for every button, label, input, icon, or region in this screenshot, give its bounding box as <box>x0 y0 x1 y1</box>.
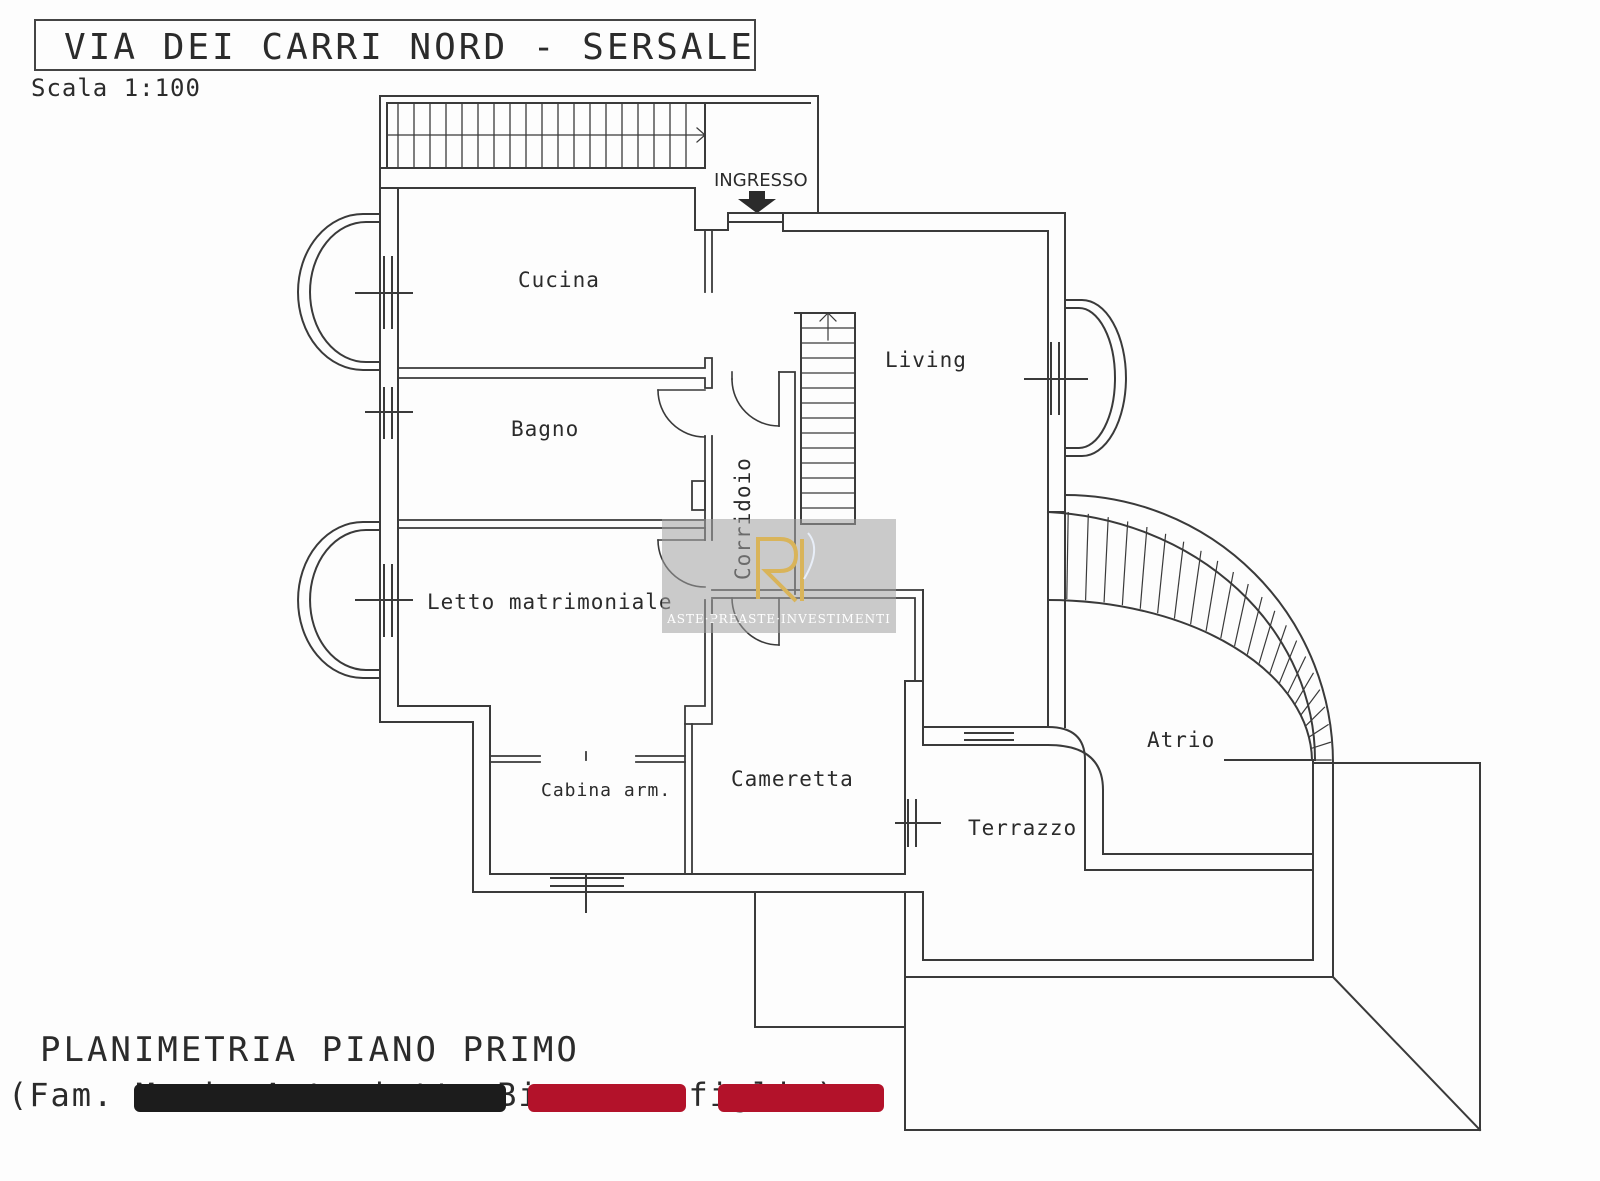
terrace-walls <box>754 759 1482 1132</box>
redaction-mark-red-1 <box>527 1084 686 1112</box>
curved-stair-tread <box>1205 560 1219 631</box>
room-label-cameretta: Cameretta <box>731 767 854 791</box>
watermark-logo: ASTE·PREASTE·INVESTIMENTI <box>662 519 896 633</box>
curved-stair <box>1046 493 1335 792</box>
room-label-cucina: Cucina <box>518 268 600 292</box>
watermark-text: ASTE·PREASTE·INVESTIMENTI <box>667 612 891 626</box>
curved-stair-tread <box>1294 672 1315 705</box>
curved-stair-tread <box>1258 610 1276 664</box>
address-title: VIA DEI CARRI NORD - SERSALE <box>64 27 755 68</box>
curved-stair-tread <box>1139 526 1148 609</box>
redaction-mark-red-2 <box>717 1084 884 1112</box>
curved-stair-tread <box>1308 723 1329 738</box>
window-cabina <box>550 873 624 913</box>
curved-stair-tread <box>1233 583 1249 647</box>
curved-stair-tread <box>1066 511 1069 600</box>
room-label-atrio: Atrio <box>1147 728 1216 752</box>
curved-stair-tread <box>1103 517 1109 603</box>
curved-stair-tread <box>1269 625 1287 674</box>
room-label-bagno: Bagno <box>511 417 580 441</box>
curved-stair-tread <box>1084 513 1089 601</box>
redaction-mark-black <box>133 1084 506 1112</box>
bay-window-bedroom <box>297 521 413 679</box>
family-name-redacted: Maria Antonietta Bianco - figlia <box>133 1076 884 1114</box>
curved-stair-tread <box>1278 640 1298 684</box>
curved-stair-tread <box>1220 571 1235 639</box>
curved-stair-tread <box>1287 656 1307 694</box>
window-terrazzo <box>964 732 1014 741</box>
curved-stair-tread <box>1305 706 1326 727</box>
title-box: VIA DEI CARRI NORD - SERSALE <box>34 19 756 71</box>
scale-label: Scala 1:100 <box>31 74 201 102</box>
curved-stair-tread <box>1157 533 1167 614</box>
curved-stair-tread <box>1121 521 1129 606</box>
family-line: (Fam. Maria Antonietta Bianco - figlia ) <box>8 1076 884 1114</box>
curved-stair-tread <box>1190 550 1202 625</box>
curved-stair-tread <box>1310 741 1332 750</box>
family-prefix: (Fam. <box>8 1076 115 1114</box>
bay-window-living <box>1024 299 1127 457</box>
room-label-living: Living <box>885 348 967 372</box>
window-bath <box>365 387 413 439</box>
room-label-letto-matrimoniale: Letto matrimoniale <box>427 590 673 614</box>
curved-stair-tread <box>1173 541 1185 619</box>
plan-title: PLANIMETRIA PIANO PRIMO <box>40 1030 580 1070</box>
curved-stair-tread <box>1246 596 1263 655</box>
entrance-arrow-icon <box>738 191 776 214</box>
interior-stair <box>794 312 856 525</box>
exterior-walls <box>379 187 1066 893</box>
room-label-terrazzo: Terrazzo <box>968 816 1078 840</box>
window-cameretta <box>895 799 941 847</box>
bay-window-kitchen <box>297 213 413 371</box>
ingresso-label: INGRESSO <box>714 170 808 191</box>
room-label-cabina-arm: Cabina arm. <box>541 780 672 801</box>
watermark-monogram-icon <box>756 532 815 603</box>
curved-stair-tread <box>1300 689 1321 716</box>
